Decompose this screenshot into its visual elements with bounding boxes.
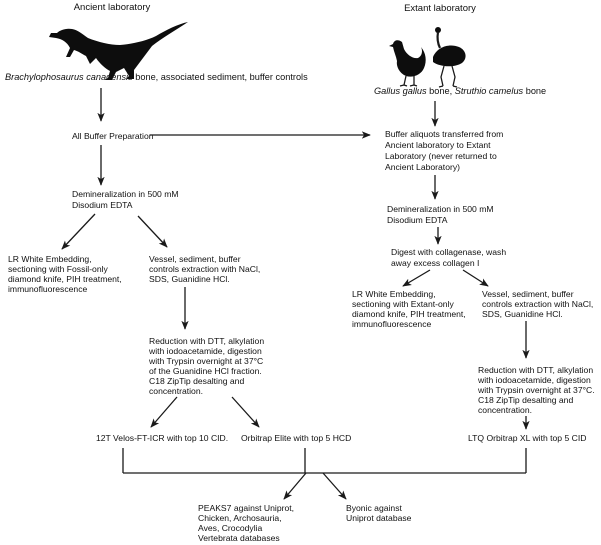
dinosaur-silhouette-icon (49, 22, 188, 80)
arrow-extant-to-lrwhite (402, 269, 431, 287)
arrow-ancient-to-ftic (150, 396, 178, 428)
arrow-ancient-to-lrwhite (61, 213, 96, 250)
chicken-silhouette-icon (389, 40, 426, 87)
ancient-lab-title: Ancient laboratory (74, 2, 151, 13)
ancient-vessel: Vessel, sediment, buffer controls extrac… (149, 254, 263, 284)
arrow-ancient-to-vessel (137, 215, 168, 248)
arrow-to-peaks (283, 472, 307, 500)
extant-lr-white: LR White Embedding, sectioning with Exta… (352, 289, 468, 329)
extant-collagenase: Digest with collagenase, wash away exces… (391, 247, 509, 268)
extant-reduction: Reduction with DTT, alkylation with iodo… (477, 365, 597, 415)
ancient-demineralization: Demineralization in 500 mM Disodium EDTA (72, 189, 181, 210)
extant-aliquots: Buffer aliquots transferred from Ancient… (385, 129, 506, 172)
arrow-to-byonic (322, 472, 347, 500)
extant-ms-ltq: LTQ Orbitrap XL with top 5 CID (468, 433, 586, 443)
ostrich-silhouette-icon (433, 27, 466, 88)
arrow-ancient-to-elite (231, 396, 260, 428)
arrow-extant-to-vessel (462, 269, 489, 287)
ancient-reduction: Reduction with DTT, alkylation with iodo… (148, 336, 267, 396)
extant-samples-text: Gallus gallus bone, Struthio camelus bon… (374, 86, 546, 96)
analysis-byonic: Byonic against Uniprot database (346, 503, 412, 523)
ancient-buffer-prep: All Buffer Preparation (72, 131, 154, 141)
extant-lab-title: Extant laboratory (404, 3, 476, 14)
analysis-peaks: PEAKS7 against Uniprot, Chicken, Archosa… (198, 503, 296, 543)
ancient-lr-white: LR White Embedding, sectioning with Foss… (8, 254, 124, 294)
ancient-ms-elite: Orbitrap Elite with top 5 HCD (241, 433, 351, 443)
ancient-samples-text: Brachylophosaurus canadensis bone, assoc… (5, 72, 308, 82)
ancient-ms-ftic: 12T Velos-FT-ICR with top 10 CID. (96, 433, 228, 443)
extant-vessel: Vessel, sediment, buffer controls extrac… (482, 289, 596, 319)
extant-demineralization: Demineralization in 500 mM Disodium EDTA (387, 204, 496, 225)
